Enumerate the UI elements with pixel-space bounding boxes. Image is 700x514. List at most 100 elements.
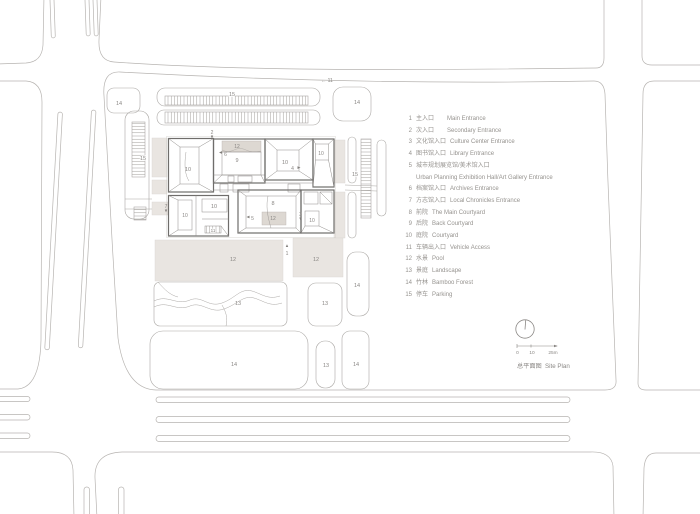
label-vehicle-ramp: 11 xyxy=(211,228,216,233)
area-labels: 15 15 15 14 14 14 14 14 13 13 13 12 12 1… xyxy=(116,78,360,369)
label-pool-sw: 12 xyxy=(230,257,236,263)
legend-en: Parking xyxy=(432,291,453,298)
landscape-court-small xyxy=(307,282,343,327)
label-courtyard-2: 10 xyxy=(282,160,288,166)
legend-num: 2 xyxy=(408,127,412,134)
entrance-5-label: 5 xyxy=(251,216,254,222)
landscape-capsule xyxy=(315,340,336,389)
entrance-1-arrow-icon xyxy=(285,244,289,247)
legend-zh: 方志馆入口 xyxy=(416,197,447,204)
legend-item-4: 4 图书馆入口 Library Entrance xyxy=(404,149,604,161)
legend-item-15: 15 停车 Parking xyxy=(404,290,604,302)
entrance-7-arrow-icon xyxy=(164,209,168,213)
stream-garden xyxy=(153,281,288,327)
entrance-6-arrow-icon xyxy=(219,151,222,154)
legend-num: 15 xyxy=(405,291,412,298)
entrance-3-label: 3 xyxy=(299,212,302,218)
legend-num: 11 xyxy=(405,244,412,251)
legend-en: Local Chronicles Entrance xyxy=(450,197,521,204)
entrance-2-arrow-icon xyxy=(210,135,214,139)
legend-num: 4 xyxy=(408,151,412,158)
bamboo-block-nw xyxy=(106,87,141,114)
legend-en: Main Entrance xyxy=(447,116,486,122)
scale-label-0: 0 xyxy=(516,350,519,356)
legend-item-8: 8 前院 The Main Courtyard xyxy=(404,208,604,220)
legend-zh: 次入口 xyxy=(416,127,435,134)
label-bamboo-south: 14 xyxy=(231,362,237,368)
legend-item-11: 11 车辆出入口 Vehicle Access xyxy=(404,243,604,255)
label-main-courtyard: 8 xyxy=(271,201,274,207)
legend-zh: 庭院 xyxy=(416,233,429,240)
label-courtyard-1: 10 xyxy=(185,167,191,173)
building-ne-small xyxy=(312,138,335,188)
entrance-markers: 2 1 7 6 4 5 3 xyxy=(165,130,303,257)
drawing-title: 总平面图 Site Plan xyxy=(517,362,570,370)
legend-en: Urban Planning Exhibition Hall/Art Galle… xyxy=(416,174,553,181)
legend-num: 3 xyxy=(408,139,412,146)
legend-num: 9 xyxy=(408,221,412,228)
pool-south-east xyxy=(292,237,344,278)
bamboo-block-se xyxy=(341,330,370,390)
entrance-5-arrow-icon xyxy=(246,215,250,219)
label-bamboo-ne: 14 xyxy=(354,100,360,106)
building-nw xyxy=(167,137,215,193)
legend-zh: 景庭 xyxy=(416,268,429,275)
legend: 1 主入口 Main Entrance 2 次入口 Secondary Entr… xyxy=(404,114,604,301)
legend-en: Culture Center Entrance xyxy=(450,139,515,146)
entrance-6-label: 6 xyxy=(224,152,227,158)
legend-item-14: 14 竹林 Bamboo Forest xyxy=(404,278,604,290)
label-landscape-small: 13 xyxy=(322,301,328,307)
legend-num: 7 xyxy=(408,197,412,204)
label-bamboo-nw: 14 xyxy=(116,101,122,107)
scale-label-25: 25m xyxy=(548,350,557,356)
legend-en: Landscape xyxy=(432,268,462,275)
paved-and-water-areas xyxy=(151,137,346,282)
bamboo-block-east xyxy=(346,251,370,317)
legend-num: 8 xyxy=(408,209,412,216)
scale-bar: 0 10 25m xyxy=(516,344,558,356)
entrance-7-label: 7 xyxy=(165,204,168,210)
bamboo-block-ne xyxy=(332,86,372,122)
label-courtyard-5: 10 xyxy=(211,204,217,210)
legend-en: Secondary Entrance xyxy=(447,127,502,134)
label-pool-main: 12 xyxy=(270,216,276,222)
building-sw xyxy=(167,194,230,237)
legend-zh: 图书馆入口 xyxy=(416,151,447,158)
legend-en: Bamboo Forest xyxy=(432,279,474,286)
legend-item-1: 1 主入口 Main Entrance xyxy=(404,114,604,126)
entrance-1-label: 1 xyxy=(286,251,289,257)
legend-zh: 竹林 xyxy=(416,279,429,286)
label-pool-back: 12 xyxy=(234,144,240,150)
entrance-4-arrow-icon xyxy=(297,166,301,169)
legend-num: 6 xyxy=(408,186,412,193)
label-courtyard-3: 10 xyxy=(318,151,324,157)
legend-zh: 文化馆入口 xyxy=(416,139,447,146)
legend-zh: 后院 xyxy=(416,221,429,228)
label-parking-top: 15 xyxy=(229,92,235,98)
north-arrow-icon xyxy=(515,319,535,339)
legend-num: 1 xyxy=(408,116,412,122)
legend-en: Back Courtyard xyxy=(432,221,474,228)
legend-zh: 水景 xyxy=(416,256,429,263)
pool-south-west xyxy=(154,239,284,282)
label-bamboo-east: 14 xyxy=(354,283,360,289)
legend-en: Courtyard xyxy=(432,233,459,240)
legend-zh: 档案馆入口 xyxy=(416,186,447,193)
legend-en: The Main Courtyard xyxy=(432,209,486,216)
legend-item-10: 10 庭院 Courtyard xyxy=(404,231,604,243)
label-back-courtyard: 9 xyxy=(235,158,238,164)
building-se xyxy=(300,189,335,234)
legend-zh: 前院 xyxy=(416,209,429,216)
vehicle-ramp xyxy=(204,225,222,234)
legend-zh: 停车 xyxy=(416,291,429,298)
label-courtyard-4: 10 xyxy=(182,213,188,219)
legend-zh: 车辆出入口 xyxy=(416,244,447,251)
scale-arrow-icon xyxy=(554,344,558,348)
label-landscape-stream: 13 xyxy=(235,301,241,307)
drawing-title-en: Site Plan xyxy=(545,363,570,370)
legend-en: Archives Entrance xyxy=(450,186,499,193)
legend-zh: 主入口 xyxy=(416,116,435,122)
